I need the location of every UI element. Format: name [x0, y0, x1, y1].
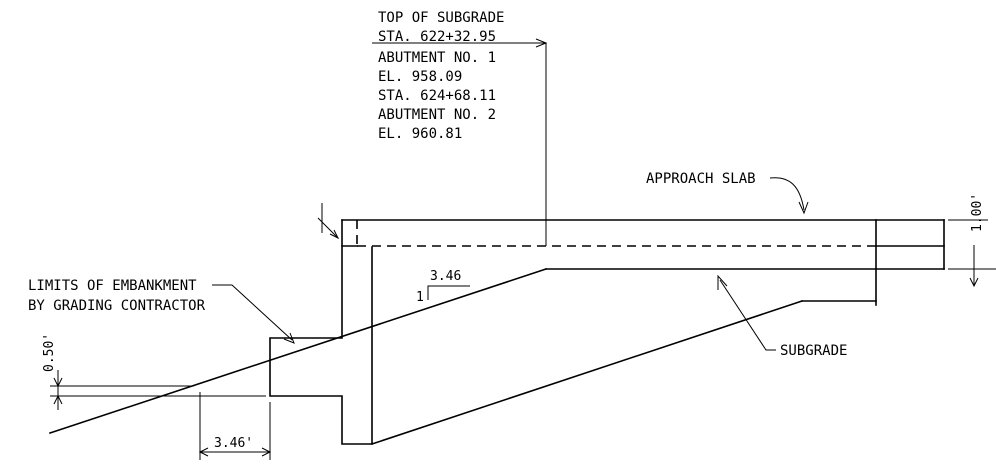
approach-slab-arrowhead — [798, 201, 809, 215]
slope-rise-label: 1 — [416, 290, 424, 305]
note-leader — [372, 38, 548, 246]
approach-slab-label: APPROACH SLAB — [646, 171, 756, 187]
subgrade-leader — [719, 279, 776, 351]
note-line-5: STA. 624+68.11 — [378, 88, 496, 104]
subgrade-lines — [48, 267, 945, 446]
note-line-3: ABUTMENT NO. 1 — [378, 50, 496, 66]
note-line-2: STA. 622+32.95 — [378, 29, 496, 45]
note-line-6: ABUTMENT NO. 2 — [378, 107, 496, 123]
limits-arrowhead — [283, 332, 295, 344]
limits-label-line-2: BY GRADING CONTRACTOR — [28, 298, 206, 314]
slab-thickness-label: 1.00' — [970, 193, 985, 232]
note-line-7: EL. 960.81 — [378, 126, 462, 142]
note-line-4: EL. 958.09 — [378, 69, 462, 85]
limits-label-line-1: LIMITS OF EMBANKMENT — [28, 278, 197, 294]
horizontal-offset-dimension: 3.46' — [198, 392, 272, 460]
approach-slab-leader — [769, 177, 805, 211]
limits-leader — [212, 284, 293, 341]
note-line-1: TOP OF SUBGRADE — [378, 10, 504, 26]
subgrade-label: SUBGRADE — [780, 343, 847, 359]
subgrade-arrowhead — [717, 274, 728, 290]
corner-arrow — [317, 203, 340, 240]
slab-thickness-dimension: 1.00' — [948, 193, 996, 288]
slope-indicator: 3.46 1 — [416, 269, 470, 305]
abutment-wall — [269, 219, 373, 445]
approach-slab — [341, 219, 945, 306]
vertical-offset-dimension: 0.50' — [42, 333, 266, 410]
top-of-subgrade-note: TOP OF SUBGRADE STA. 622+32.95 ABUTMENT … — [378, 10, 504, 142]
vertical-offset-label: 0.50' — [42, 333, 57, 372]
horizontal-offset-label: 3.46' — [214, 436, 253, 451]
slope-run-label: 3.46 — [430, 269, 461, 284]
